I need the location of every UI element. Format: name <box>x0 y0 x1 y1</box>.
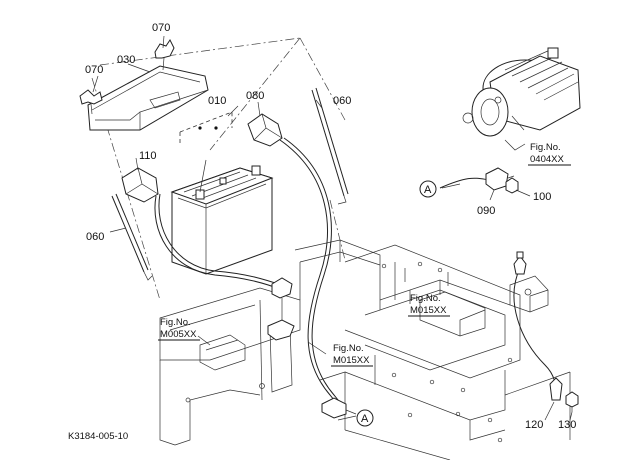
fig-ref-m015xx-lower-code: M015XX <box>333 355 370 366</box>
cable-end-lower <box>321 397 357 419</box>
bolt-130 <box>565 391 579 412</box>
ground-terminal-lower <box>549 377 563 401</box>
positive-cable-edge <box>283 137 343 406</box>
negative-cable-edge <box>158 193 285 287</box>
label-110: 110 <box>139 150 157 162</box>
label-070-right: 070 <box>152 22 170 34</box>
wing-nut-right <box>154 39 175 71</box>
fig-ref-m005xx-prefix: Fig.No. <box>160 317 191 328</box>
starter-motor <box>462 47 581 151</box>
positive-cable <box>279 139 339 406</box>
label-080: 080 <box>246 90 264 102</box>
wing-nut-left <box>79 89 103 115</box>
positive-terminal-cover <box>247 113 283 147</box>
chassis-frame <box>159 239 571 460</box>
leader-lines <box>92 35 573 421</box>
label-010: 010 <box>208 95 226 107</box>
battery-bracket-dashed <box>179 111 233 145</box>
fig-ref-m005xx[interactable]: Fig.No. M005XX <box>158 317 200 341</box>
connector-a-upper: A <box>419 180 437 198</box>
fig-ref-m015xx-lower[interactable]: Fig.No. M015XX <box>331 343 373 367</box>
connector-a-lower-letter: A <box>361 413 369 425</box>
ground-terminal <box>267 277 295 341</box>
tie-rod-right <box>311 87 349 205</box>
tie-rod-left <box>111 193 153 281</box>
label-130: 130 <box>558 419 576 431</box>
label-060-right: 060 <box>333 95 351 107</box>
fig-ref-m015xx-upper-prefix: Fig.No. <box>410 293 441 304</box>
fig-ref-0404xx[interactable]: Fig.No. 0404XX <box>528 142 571 166</box>
label-030: 030 <box>117 54 135 66</box>
fig-ref-m005xx-code: M005XX <box>160 329 197 340</box>
label-060-left: 060 <box>86 231 104 243</box>
fig-ref-m015xx-upper[interactable]: Fig.No. M015XX <box>408 293 450 317</box>
negative-cable <box>154 195 283 291</box>
fig-ref-0404xx-code: 0404XX <box>530 154 564 165</box>
label-100: 100 <box>533 191 551 203</box>
label-120: 120 <box>525 419 543 431</box>
connector-a-upper-letter: A <box>424 184 432 196</box>
battery-cover <box>87 65 209 131</box>
nut-100 <box>505 177 519 194</box>
battery <box>170 159 274 275</box>
ground-terminal-upper <box>513 251 527 275</box>
fig-ref-m015xx-lower-prefix: Fig.No. <box>333 343 364 354</box>
fig-ref-m015xx-upper-code: M015XX <box>410 305 447 316</box>
connector-a-lower: A <box>356 409 374 427</box>
label-090: 090 <box>477 205 495 217</box>
drawing-code: K3184-005-10 <box>68 431 128 442</box>
label-070-left: 070 <box>85 64 103 76</box>
fig-ref-0404xx-prefix: Fig.No. <box>530 142 561 153</box>
negative-terminal-cover <box>121 167 159 203</box>
